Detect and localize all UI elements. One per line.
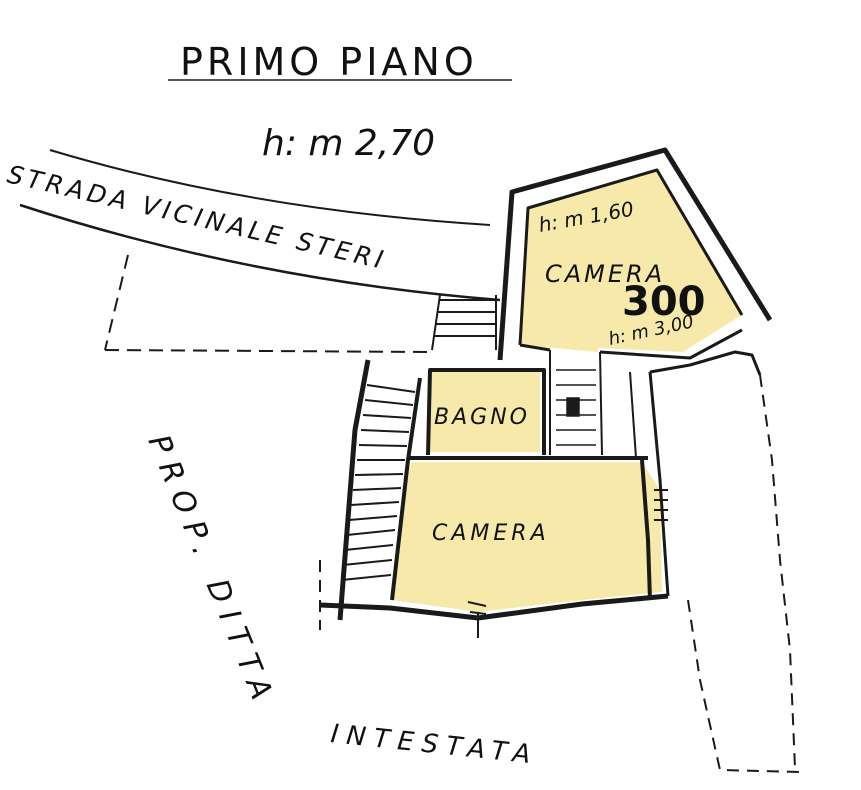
- plan-title: PRIMO PIANO: [180, 40, 478, 84]
- camera-lower-fill: [392, 462, 662, 612]
- stair-tread: [344, 544, 394, 551]
- stair-tread: [341, 574, 392, 581]
- boundary-bottom-horizontal: [104, 349, 431, 353]
- walls: [319, 147, 773, 621]
- corridor-hatch: [556, 369, 596, 446]
- road: [19, 149, 501, 302]
- stair-tread: [350, 501, 400, 506]
- stair-tread: [366, 384, 416, 393]
- neighbour-boundary-right: [759, 374, 796, 769]
- window-marks: [467, 489, 668, 638]
- road-upper-edge: [49, 149, 491, 226]
- camera-upper-outer-wall: [497, 147, 773, 361]
- camera-upper-bottom-wall: [519, 343, 551, 352]
- camera-lower-right-wall: [640, 459, 652, 601]
- neighbour-label-line1: PROP. DITTA: [141, 430, 283, 714]
- stair-left-wall: [337, 359, 371, 621]
- stair-tread: [364, 399, 414, 406]
- right-external-wall-lower: [648, 371, 670, 597]
- neighbour-boundary: [319, 374, 801, 773]
- right-external-wall: [649, 350, 762, 376]
- road-lower-edge: [19, 203, 501, 302]
- room-fills: [392, 170, 742, 612]
- stair-tread: [358, 444, 408, 447]
- boundary-left-vertical: [104, 254, 129, 351]
- camera-upper-bottom-wall-right: [599, 328, 743, 360]
- corridor-wall-right-outer: [629, 371, 637, 459]
- stair-tread: [348, 515, 398, 521]
- stair-tread: [360, 429, 410, 433]
- stair-tread: [352, 487, 402, 491]
- staircase: [341, 294, 497, 581]
- bagno-label: BAGNO: [434, 405, 530, 430]
- bagno-walls: [426, 368, 546, 456]
- neighbour-boundary-lower: [687, 599, 801, 773]
- camera-upper-fill: [520, 170, 742, 352]
- stair-tread: [346, 529, 396, 536]
- door-mark: [566, 397, 580, 417]
- camera-upper-inner-wall: [518, 168, 744, 346]
- corridor-wall-right: [599, 351, 603, 456]
- stair-tread: [362, 414, 412, 419]
- stair-rail: [431, 294, 441, 351]
- camera-upper-overwrite: 300: [622, 279, 706, 325]
- camera-lower-label: CAMERA: [432, 521, 550, 546]
- stair-tread: [342, 559, 393, 566]
- neighbour-label-line2: INTESTATA: [329, 719, 540, 771]
- outdoor-boundary: [104, 254, 431, 353]
- floor-height-note: h: m 2,70: [262, 123, 435, 164]
- window-mark: [654, 489, 668, 521]
- bagno-fill: [428, 372, 540, 452]
- stair-tread: [354, 473, 404, 476]
- camera-upper-label: CAMERA: [545, 260, 665, 288]
